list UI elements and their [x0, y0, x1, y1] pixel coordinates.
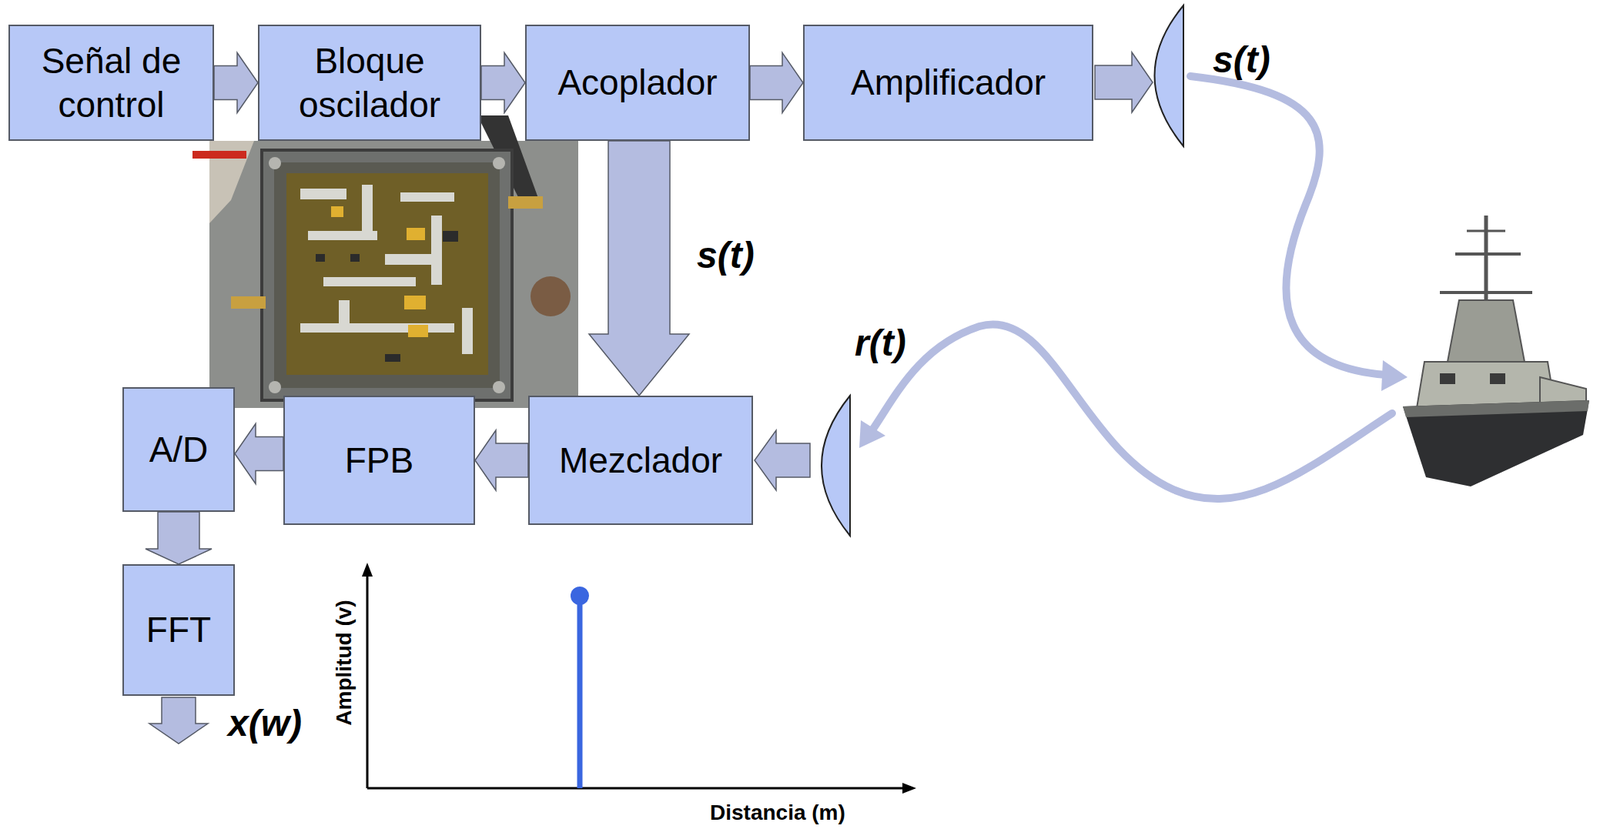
block-arrow — [149, 697, 208, 744]
block-arrow — [589, 140, 690, 396]
wave-path — [871, 324, 1393, 499]
block-arrow — [145, 512, 212, 565]
wave-path — [1190, 76, 1386, 375]
box-label: Mezclador — [558, 438, 723, 483]
box-label: Acoplador — [557, 60, 717, 104]
signal-label: x(w) — [227, 702, 302, 745]
axis-label: Amplitud (v) — [331, 599, 357, 726]
block-arrow — [481, 53, 526, 114]
box-label: Amplificador — [850, 60, 1046, 104]
process-box: FFT — [122, 564, 235, 697]
circuit-photo — [192, 115, 579, 409]
box-label: Bloque oscilador — [268, 39, 471, 126]
block-arrow — [214, 53, 258, 114]
process-box: FPB — [283, 395, 476, 526]
signal-label: Distancia (m) — [709, 800, 846, 826]
signal-label: s(t) — [696, 234, 755, 277]
wave-arrowhead — [1381, 360, 1408, 392]
wave-arrowhead — [859, 420, 886, 449]
tx-antenna — [1154, 5, 1185, 147]
block-arrow — [475, 430, 529, 491]
process-box: Mezclador — [528, 395, 754, 526]
signal-label: r(t) — [854, 321, 907, 365]
range-chart — [361, 562, 917, 794]
block-arrow — [754, 430, 811, 491]
process-box: Señal de control — [8, 24, 215, 141]
ship — [1402, 215, 1590, 487]
process-box: A/D — [122, 387, 235, 513]
process-box: Amplificador — [803, 24, 1094, 141]
process-box: Acoplador — [525, 24, 750, 141]
box-label: A/D — [149, 428, 209, 472]
block-arrow — [234, 424, 284, 485]
process-box: Bloque oscilador — [257, 24, 482, 141]
box-label: FFT — [146, 608, 211, 652]
box-label: FPB — [344, 438, 414, 483]
block-arrow — [749, 53, 804, 114]
rx-antenna — [821, 395, 851, 536]
block-arrow — [1094, 52, 1153, 113]
signal-label: s(t) — [1212, 38, 1271, 81]
box-label: Señal de control — [19, 39, 204, 126]
